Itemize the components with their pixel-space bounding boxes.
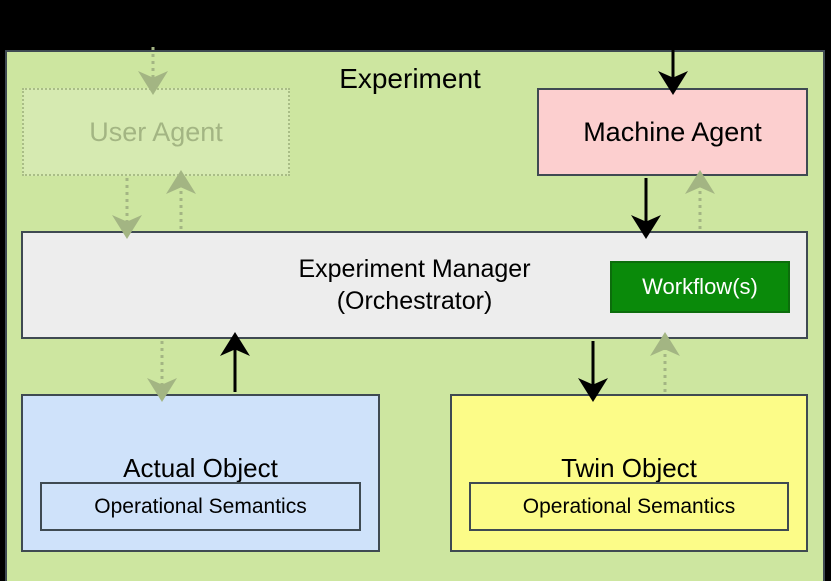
node-user-agent[interactable]: User Agent <box>22 88 290 176</box>
node-user-agent-label: User Agent <box>89 117 223 147</box>
node-machine-agent-label: Machine Agent <box>583 117 762 147</box>
node-actual-object-label: Actual Object <box>123 453 278 483</box>
node-actual-object-operational-semantics[interactable]: Operational Semantics <box>40 482 361 531</box>
node-experiment-manager-label-line2: (Orchestrator) <box>336 287 493 315</box>
node-experiment-manager-label-line1: Experiment Manager <box>298 255 531 283</box>
node-actual-object[interactable]: Actual Object Operational Semantics <box>21 394 380 552</box>
node-actual-object-operational-semantics-label: Operational Semantics <box>94 494 307 518</box>
node-twin-object-operational-semantics-label: Operational Semantics <box>522 494 736 518</box>
node-twin-object-label: Twin Object <box>561 453 697 483</box>
node-twin-object[interactable]: Twin Object Operational Semantics <box>450 394 808 552</box>
node-experiment-manager-text: Experiment Manager (Orchestrator) <box>23 253 806 317</box>
node-twin-object-operational-semantics[interactable]: Operational Semantics <box>469 482 789 531</box>
page-title: Experiment <box>339 63 481 94</box>
node-machine-agent[interactable]: Machine Agent <box>537 88 808 176</box>
node-workflows-label: Workflow(s) <box>642 274 758 299</box>
node-workflows[interactable]: Workflow(s) <box>610 261 790 313</box>
